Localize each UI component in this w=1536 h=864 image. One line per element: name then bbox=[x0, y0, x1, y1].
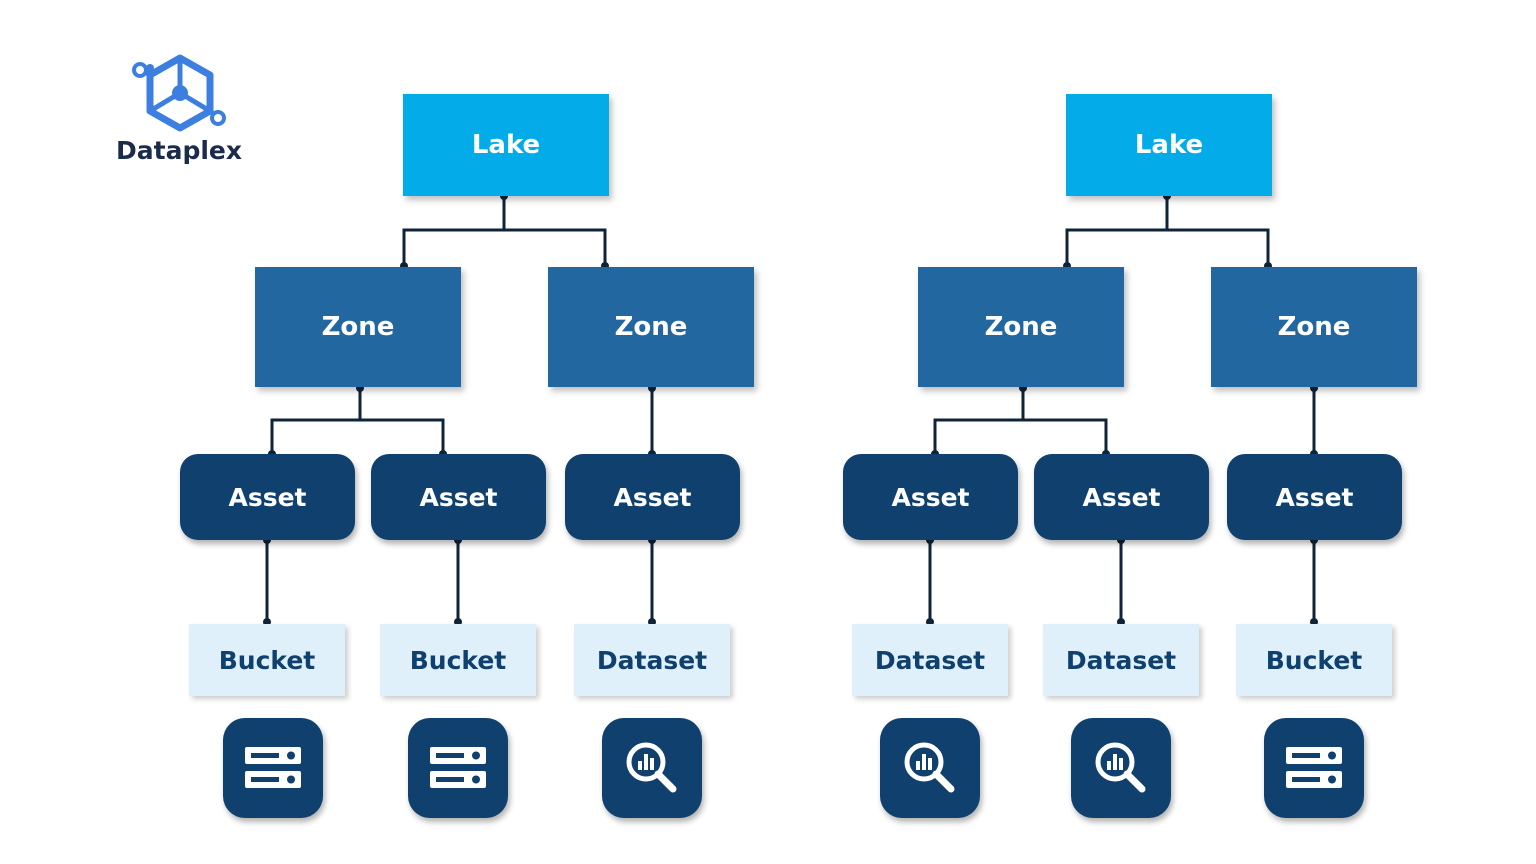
dataset-node: Dataset bbox=[574, 624, 730, 696]
bucket-node: Bucket bbox=[1236, 624, 1392, 696]
asset-node: Asset bbox=[1034, 454, 1209, 540]
analytics-search-icon bbox=[880, 718, 980, 818]
storage-icon bbox=[223, 718, 323, 818]
asset-node: Asset bbox=[843, 454, 1018, 540]
dataset-node: Dataset bbox=[1043, 624, 1199, 696]
analytics-search-icon bbox=[1071, 718, 1171, 818]
analytics-search-icon bbox=[602, 718, 702, 818]
asset-node: Asset bbox=[371, 454, 546, 540]
zone-node: Zone bbox=[918, 267, 1124, 387]
zone-node: Zone bbox=[1211, 267, 1417, 387]
bucket-node: Bucket bbox=[189, 624, 345, 696]
zone-node: Zone bbox=[548, 267, 754, 387]
asset-node: Asset bbox=[1227, 454, 1402, 540]
lake-node: Lake bbox=[403, 94, 609, 196]
dataset-node: Dataset bbox=[852, 624, 1008, 696]
brand-name: Dataplex bbox=[116, 136, 242, 165]
asset-node: Asset bbox=[180, 454, 355, 540]
bucket-node: Bucket bbox=[380, 624, 536, 696]
dataplex-logo-icon bbox=[132, 54, 226, 132]
storage-icon bbox=[1264, 718, 1364, 818]
storage-icon bbox=[408, 718, 508, 818]
zone-node: Zone bbox=[255, 267, 461, 387]
asset-node: Asset bbox=[565, 454, 740, 540]
lake-node: Lake bbox=[1066, 94, 1272, 196]
